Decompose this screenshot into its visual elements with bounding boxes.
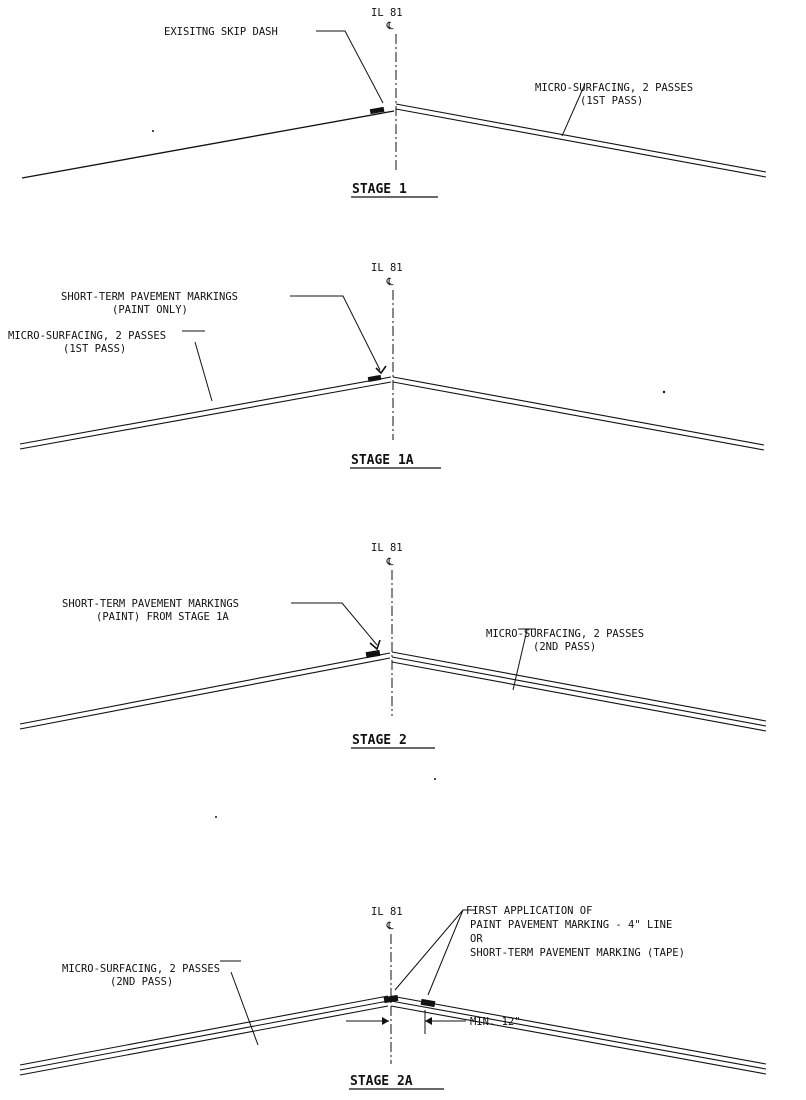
dimension-arrow-left-icon (382, 1017, 389, 1025)
surfacing-right-line2 (391, 656, 767, 727)
surfacing-left-line2 (19, 1000, 389, 1071)
surfacing-label-line1: MICRO-SURFACING, 2 PASSES (62, 963, 220, 975)
stage-1: IL 81 ℄ EXISITNG SKIP DASH MICRO-SURFACI… (21, 7, 767, 198)
marking-label-line1: SHORT-TERM PAVEMENT MARKINGS (62, 598, 239, 610)
surfacing-left-line3 (19, 1005, 389, 1076)
surfacing-label-line2: (2ND PASS) (533, 641, 596, 653)
centerline-symbol-icon: ℄ (386, 20, 394, 32)
marking-label-line2: PAINT PAVEMENT MARKING - 4" LINE (470, 919, 672, 931)
surfacing-leader (512, 629, 528, 691)
speck (662, 390, 666, 394)
paint-marking (367, 374, 382, 382)
surfacing-right-top (392, 376, 765, 446)
dimension-arrow-right-icon (425, 1017, 432, 1025)
centerline-label: IL 81 (371, 7, 403, 19)
paint-marking-left (383, 994, 399, 1004)
surfacing-leader (230, 971, 259, 1046)
surfacing-label-line2: (1ST PASS) (63, 343, 126, 355)
centerline-label: IL 81 (371, 906, 403, 918)
stage-2a: IL 81 ℄ MICRO-SURFACING, 2 PASSES (2ND P… (19, 905, 767, 1090)
surfacing-right-bottom (395, 108, 767, 178)
marking-label-line4: SHORT-TERM PAVEMENT MARKING (TAPE) (470, 947, 685, 959)
marking-label-line3: OR (470, 933, 483, 945)
offset-label: MIN. 12" (470, 1016, 521, 1028)
skip-dash-marking (369, 106, 385, 115)
surfacing-label-line1: MICRO-SURFACING, 2 PASSES (486, 628, 644, 640)
centerline-symbol-icon: ℄ (386, 556, 394, 568)
skip-dash-label: EXISITNG SKIP DASH (164, 26, 278, 38)
stage-title: STAGE 1A (351, 453, 414, 468)
surfacing-right-bottom (392, 381, 765, 451)
speck (215, 816, 217, 818)
speck (152, 130, 154, 132)
marking-label-line1: SHORT-TERM PAVEMENT MARKINGS (61, 291, 238, 303)
centerline-symbol-icon: ℄ (386, 276, 394, 288)
surfacing-label-line2: (2ND PASS) (110, 976, 173, 988)
marking-leader (291, 602, 378, 646)
marking-arrow-icon (369, 639, 381, 651)
paint-marking (365, 649, 381, 659)
speck (434, 778, 436, 780)
surfacing-label-line1: MICRO-SURFACING, 2 PASSES (8, 330, 166, 342)
skip-dash-leader (316, 30, 384, 104)
surfacing-right-line1 (391, 651, 767, 722)
centerline-label: IL 81 (371, 542, 403, 554)
surfacing-right-line3 (390, 1005, 767, 1075)
marking-leader (290, 295, 381, 371)
surfacing-leader (194, 341, 213, 402)
existing-pavement-left (21, 110, 395, 179)
surfacing-right-line2 (390, 1000, 767, 1070)
surfacing-label-line1: MICRO-SURFACING, 2 PASSES (535, 82, 693, 94)
stage-2: IL 81 ℄ SHORT-TERM PAVEMENT MARKINGS (PA… (19, 542, 767, 749)
surfacing-left-top (19, 652, 391, 725)
centerline-symbol-icon: ℄ (386, 920, 394, 932)
marking-arrow-icon (375, 365, 387, 375)
marking-label-line2: (PAINT ONLY) (112, 304, 188, 316)
surfacing-right-line1 (390, 995, 767, 1065)
stage-title: STAGE 2 (352, 733, 407, 748)
surfacing-right-top (395, 103, 767, 173)
surfacing-left-bottom (19, 657, 391, 730)
stage-1a: IL 81 ℄ SHORT-TERM PAVEMENT MARKINGS (PA… (8, 262, 765, 469)
surfacing-leader (561, 83, 586, 137)
marking-label-line2: (PAINT) FROM STAGE 1A (96, 611, 229, 623)
surfacing-label-line2: (1ST PASS) (580, 95, 643, 107)
surfacing-left-line1 (19, 995, 389, 1066)
stage-title: STAGE 2A (350, 1074, 413, 1089)
surfacing-left-top (19, 376, 392, 445)
surfacing-right-line3 (391, 661, 767, 732)
surfacing-left-bottom (19, 381, 392, 450)
marking-leader-right (427, 909, 464, 996)
marking-label-line1: FIRST APPLICATION OF (466, 905, 592, 917)
paint-marking-right (420, 998, 436, 1008)
stage-title: STAGE 1 (352, 182, 407, 197)
centerline-label: IL 81 (371, 262, 403, 274)
